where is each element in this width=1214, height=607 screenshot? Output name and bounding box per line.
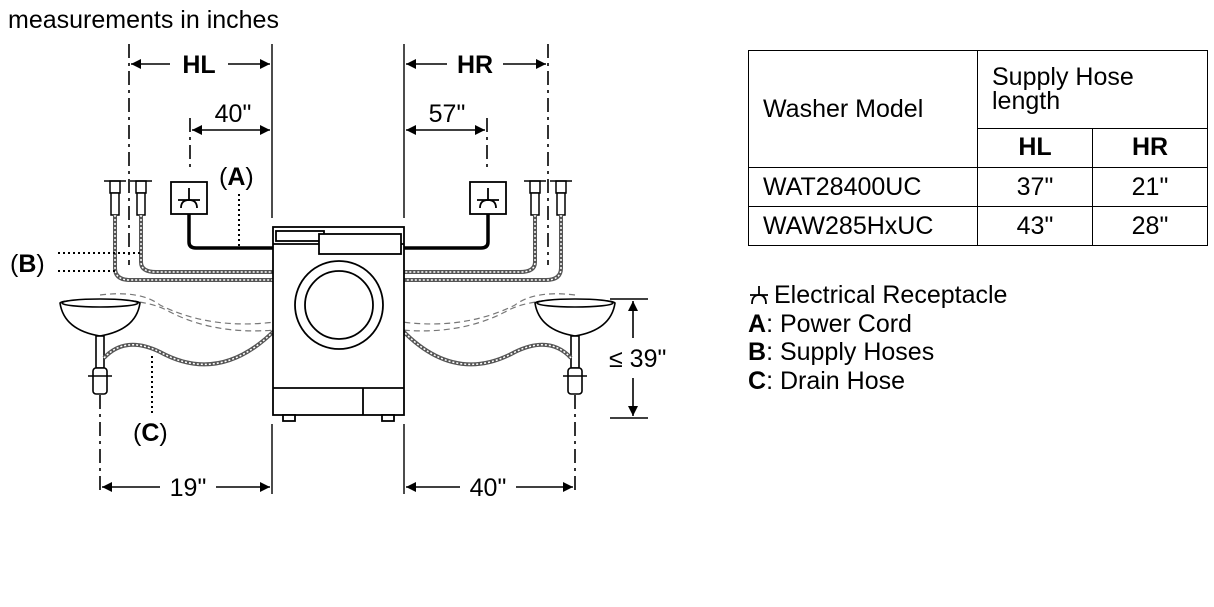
legend-key-a: A xyxy=(748,309,767,338)
legend-a-text: : Power Cord xyxy=(766,309,912,338)
legend-b-text: : Supply Hoses xyxy=(766,338,935,366)
power-cord xyxy=(187,214,490,250)
legend-supply-hoses: B: Supply Hoses xyxy=(748,338,1007,367)
electrical-receptacle-icon xyxy=(170,181,208,215)
height-dimension: ≤ 39" xyxy=(609,345,666,373)
reference-lines xyxy=(99,44,576,494)
hl-cell: 43" xyxy=(977,206,1093,246)
drain-hoses xyxy=(102,328,573,367)
legend-drain-hose: C: Drain Hose xyxy=(748,367,1007,396)
sink-icon xyxy=(59,298,141,395)
measurements-title: measurements in inches xyxy=(8,6,279,34)
col-washer-model: Washer Model xyxy=(748,50,978,168)
hr-dimension-label: HR xyxy=(457,51,493,79)
hl-dimension-label: HL xyxy=(182,51,215,79)
hr-cell: 28" xyxy=(1092,206,1208,246)
legend-c-text: : Drain Hose xyxy=(766,366,906,395)
electrical-receptacle-icon xyxy=(469,181,507,215)
hl-cell: 37" xyxy=(977,167,1093,207)
col-supply-hose-length: Supply Hose length xyxy=(977,50,1208,129)
electrical-receptacle-icon xyxy=(750,286,768,305)
legend: Electrical Receptacle A: Power Cord B: S… xyxy=(748,281,1007,395)
right-drain-dimension: 40" xyxy=(470,474,507,502)
legend-receptacle-text: Electrical Receptacle xyxy=(774,281,1008,309)
callout-leaders xyxy=(58,194,240,416)
callout-a: (A) xyxy=(219,163,254,191)
table-row: WAT28400UC 37" 21" xyxy=(748,167,1208,207)
washer-icon xyxy=(272,226,405,422)
hr-cell: 21" xyxy=(1092,167,1208,207)
model-cell: WAT28400UC xyxy=(748,167,978,207)
col-hr: HR xyxy=(1092,127,1208,169)
table-row: WAW285HxUC 43" 28" xyxy=(748,206,1208,246)
legend-power-cord: A: Power Cord xyxy=(748,310,1007,339)
legend-receptacle: Electrical Receptacle xyxy=(748,281,1007,310)
left-drain-dimension: 19" xyxy=(170,474,207,502)
legend-key-c: C xyxy=(748,366,767,395)
installation-diagram: measurements in inches HL HR 40" 57" 19" xyxy=(8,6,666,502)
right-outlet-dimension: 57" xyxy=(429,100,466,128)
table-header-row: Washer Model Supply Hose length xyxy=(748,50,1208,168)
sink-icon xyxy=(534,298,616,395)
supply-hoses xyxy=(113,215,563,282)
left-outlet-dimension: 40" xyxy=(215,100,252,128)
washer-edge-lines xyxy=(271,44,648,494)
legend-key-b: B xyxy=(748,338,767,366)
callout-b: (B) xyxy=(10,250,45,278)
callout-c: (C) xyxy=(133,419,168,447)
dimension-arrows xyxy=(102,59,638,492)
supply-valve-icon xyxy=(104,180,572,216)
model-cell: WAW285HxUC xyxy=(748,206,978,246)
col-hl: HL xyxy=(977,127,1093,169)
table-subheader-row: HL HR xyxy=(749,127,1208,169)
supply-hose-table: Washer Model Supply Hose length HL HR WA… xyxy=(748,50,1208,246)
